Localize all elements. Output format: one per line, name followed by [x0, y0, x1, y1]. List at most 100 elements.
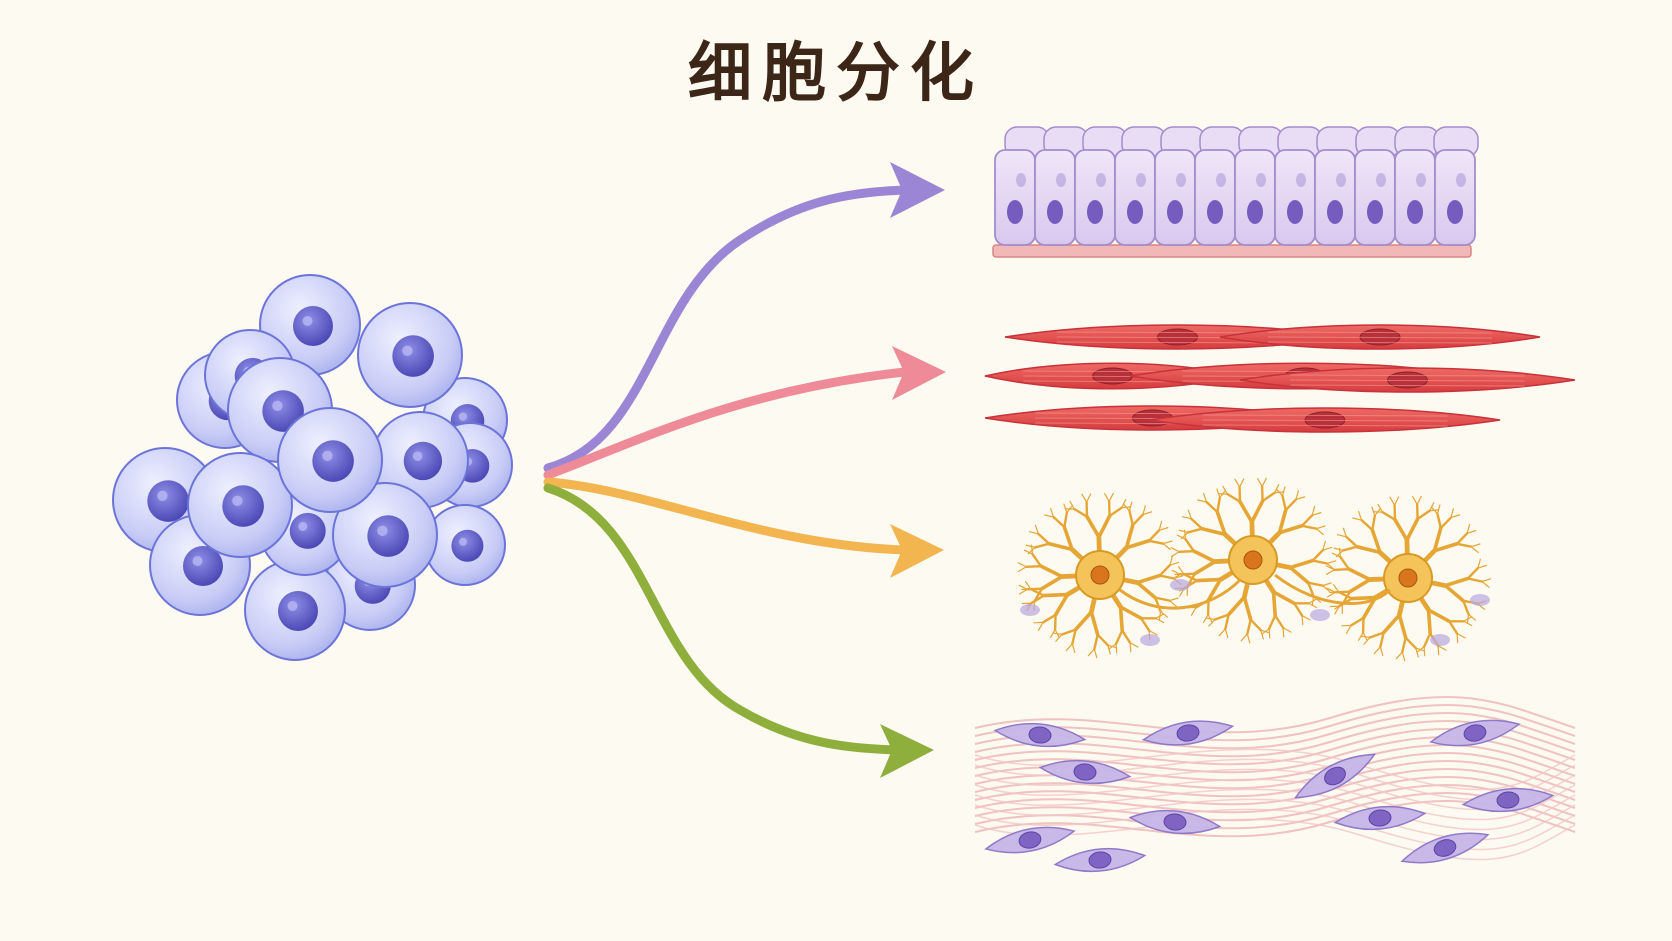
neuron-dendrite [1331, 552, 1342, 558]
neuron-dendrite [1348, 577, 1372, 594]
fibroblast-nucleus [1088, 851, 1112, 869]
stem-cell [187, 452, 293, 558]
neuron-dendrite [1315, 525, 1326, 530]
neuron-dendrite [1249, 618, 1263, 632]
neuron-dendrite [1190, 517, 1204, 530]
muscle-striation [1290, 384, 1525, 387]
neuron-dendrite [1031, 553, 1043, 568]
neuron-dendrite [1073, 610, 1094, 632]
neuron-dendrite [1462, 599, 1470, 616]
neuron-dendrite [1065, 643, 1073, 652]
neuron-dendrite [1155, 617, 1165, 624]
neuron-dendrite [1052, 515, 1066, 529]
epithelial-organelle [1256, 173, 1266, 187]
neuron-dendrite [1085, 514, 1101, 539]
fibroblast-nucleus [1176, 724, 1200, 742]
neuron-dendrite [1308, 598, 1318, 604]
epithelial-nucleus [1047, 200, 1063, 224]
neuron-dendrite [1107, 644, 1118, 649]
neuron-dendrite [1097, 514, 1112, 539]
neuron-dendrite [1333, 547, 1344, 552]
neuron-dendrite [1437, 645, 1440, 656]
neuron-dendrite [1430, 506, 1439, 515]
neuron-dendrite [1178, 549, 1196, 553]
axon [1119, 578, 1242, 610]
neuron-dendrite [1222, 485, 1229, 495]
neuron-dendrite [1261, 491, 1276, 503]
neuron-dendrite [1307, 581, 1315, 598]
fibroblast-nucleus [1018, 831, 1042, 849]
neuron-dendrite [1326, 560, 1337, 565]
neuron-dendrite [1293, 602, 1304, 617]
neuron-dendrite [1477, 558, 1481, 569]
neuron-dendrite [1158, 574, 1176, 580]
neuron-dendrite [1135, 573, 1162, 585]
neuron-dendrite [1455, 542, 1473, 548]
neuron-dendrite [1341, 545, 1359, 552]
neuron-dendrite [1039, 564, 1064, 579]
neuron-dendrite [1260, 629, 1264, 640]
epithelial-cell [1154, 149, 1196, 246]
neuron-dendrite [1148, 629, 1158, 636]
neuron-dendrite [1338, 547, 1342, 558]
neuron-dendrite [1470, 543, 1481, 548]
neuron-dendrite [1371, 514, 1377, 532]
neuron-dendrite [1325, 565, 1335, 571]
neuron-dendrite [1108, 492, 1114, 503]
neuron-dendrite [1142, 505, 1146, 516]
neuron-dendrite [1200, 526, 1227, 537]
neuron-dendrite [1401, 651, 1406, 662]
neuron-dendrite [1301, 614, 1311, 621]
neuron-dendrite [1415, 647, 1426, 652]
neuron-dendrite [1069, 500, 1076, 510]
neuron-dendrite [1108, 506, 1123, 518]
differentiation-arrows [543, 162, 946, 778]
neuron-dendrite [1342, 527, 1347, 538]
neuron-dendrite [1184, 538, 1196, 553]
neuron-dendrite [1339, 556, 1351, 571]
neuron-dendrite [1246, 618, 1252, 636]
epithelial-organelle [1296, 173, 1306, 187]
epithelial-nucleus [1327, 200, 1343, 224]
stem-cell-nucleus [451, 529, 484, 562]
muscle-striation [1267, 336, 1493, 339]
neuron-dendrite [1122, 503, 1131, 512]
neuron-dendrite [1250, 499, 1265, 524]
neuron-dendrite [1049, 628, 1056, 638]
nucleolus [322, 450, 333, 462]
fibroblast [984, 826, 1076, 854]
epithelial-organelle [1176, 173, 1186, 187]
nucleolus [412, 451, 423, 461]
neuron-dendrite [1273, 614, 1285, 629]
neuron-dendrite [1379, 631, 1385, 649]
neuron-dendrite [1226, 595, 1247, 617]
epithelial-tissue [992, 126, 1479, 258]
epithelial-nucleus [1367, 200, 1383, 224]
epithelial-cell [1434, 149, 1476, 246]
neuron-dendrite [1481, 578, 1492, 583]
connective-tissue [974, 696, 1576, 873]
neuron-dendrite [1024, 581, 1032, 590]
epithelial-cell [1234, 149, 1276, 246]
neuron-dendrite [1362, 631, 1368, 642]
epithelial-organelle [1336, 173, 1346, 187]
neuron-dendrite [1352, 517, 1363, 521]
neuron-dendrite [1332, 584, 1340, 593]
epithelial-nucleus [1407, 200, 1423, 224]
neuron-dendrite [1037, 532, 1051, 545]
neuron-dendrite [1281, 494, 1287, 512]
epithelial-cell [1354, 149, 1396, 246]
neuron-dendrite [1124, 538, 1151, 550]
arrowhead-connective [880, 724, 934, 778]
neuron-dendrite [1187, 509, 1192, 520]
glial-cell [1020, 604, 1040, 616]
neuron-dendrite [1238, 478, 1245, 488]
stem-cell [357, 302, 463, 408]
neuron-dendrite [1140, 617, 1151, 632]
neuron-dendrite [1404, 636, 1418, 650]
collagen-fiber [974, 696, 1576, 734]
fibroblast [1429, 719, 1521, 747]
arrow-to-connective [543, 483, 900, 755]
neuron-dendrite [1456, 632, 1459, 644]
fibroblast-nucleus [1324, 766, 1346, 786]
